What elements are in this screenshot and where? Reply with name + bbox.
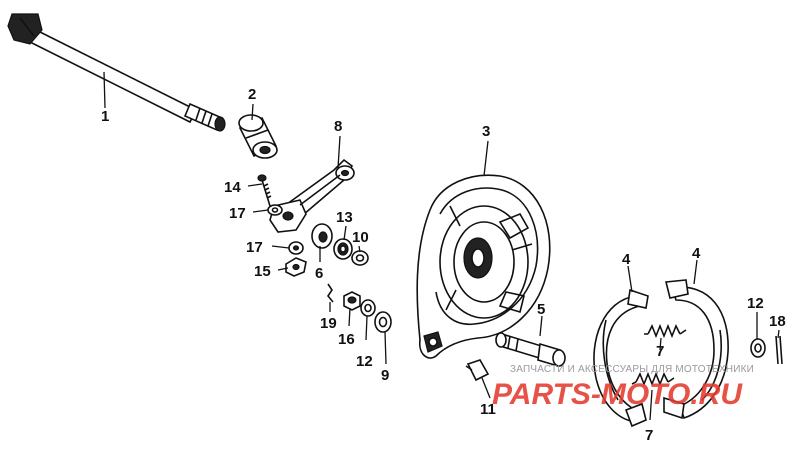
label-part-10: 10 bbox=[352, 229, 369, 246]
watermark: ЗАПЧАСТИ И АКСЕССУАРЫ ДЛЯ МОТОТЕХНИКИ PA… bbox=[492, 364, 754, 411]
label-part-16: 16 bbox=[338, 331, 355, 348]
label-part-12-right: 12 bbox=[747, 295, 764, 312]
part-12-washer-left bbox=[360, 299, 376, 317]
label-part-7-upper: 7 bbox=[656, 343, 664, 360]
leader-lines bbox=[103, 71, 780, 421]
label-part-6: 6 bbox=[315, 265, 323, 282]
part-5-brake-cam bbox=[495, 332, 566, 368]
part-7-spring-lower bbox=[631, 371, 675, 387]
label-part-19: 19 bbox=[320, 315, 337, 332]
label-part-4-right: 4 bbox=[692, 245, 701, 262]
part-4-brake-shoe-right bbox=[663, 279, 729, 420]
label-part-12-left: 12 bbox=[356, 353, 373, 370]
part-15-nut bbox=[285, 257, 307, 277]
label-part-13: 13 bbox=[336, 209, 353, 226]
part-18-pin bbox=[775, 335, 783, 365]
part-9-washer bbox=[374, 311, 392, 333]
part-1-axle bbox=[7, 13, 226, 132]
part-13-seal bbox=[333, 238, 353, 260]
label-part-18: 18 bbox=[769, 313, 786, 330]
part-17-washer-upper bbox=[267, 204, 283, 216]
part-17-washer-lower bbox=[288, 241, 304, 255]
label-part-17-lower: 17 bbox=[246, 239, 263, 256]
label-part-11: 11 bbox=[480, 401, 496, 418]
part-12-washer-right bbox=[750, 338, 766, 358]
part-16-nut bbox=[343, 291, 361, 311]
part-11-anchor-pin bbox=[465, 359, 490, 382]
label-part-7-lower: 7 bbox=[645, 427, 653, 444]
part-14-bolt bbox=[257, 174, 272, 207]
label-part-1: 1 bbox=[101, 108, 109, 125]
label-part-9: 9 bbox=[381, 367, 389, 384]
label-part-3: 3 bbox=[482, 123, 490, 140]
watermark-text: ЗАПЧАСТИ И АКСЕССУАРЫ ДЛЯ МОТОТЕХНИКИ bbox=[510, 364, 754, 375]
part-7-spring-upper bbox=[644, 323, 687, 339]
label-part-15: 15 bbox=[254, 263, 271, 280]
part-3-brake-panel bbox=[416, 174, 551, 359]
part-8-brake-arm bbox=[269, 158, 355, 233]
label-part-8: 8 bbox=[334, 118, 342, 135]
part-4-brake-shoe-left bbox=[593, 288, 649, 428]
part-10-washer bbox=[351, 250, 369, 266]
part-2-collar bbox=[238, 114, 278, 159]
part-19-cotter-pin bbox=[327, 283, 334, 303]
part-6-indicator-plate bbox=[311, 223, 333, 249]
watermark-logo: PARTS-MOTO.RU bbox=[492, 378, 743, 411]
label-part-4-left: 4 bbox=[622, 251, 631, 268]
label-part-5: 5 bbox=[537, 301, 545, 318]
label-part-2: 2 bbox=[248, 86, 256, 103]
label-part-14: 14 bbox=[224, 179, 241, 196]
label-part-17-upper: 17 bbox=[229, 205, 246, 222]
callout-labels: 1 2 3 4 4 5 6 7 7 8 9 10 11 12 12 13 14 … bbox=[101, 86, 786, 444]
